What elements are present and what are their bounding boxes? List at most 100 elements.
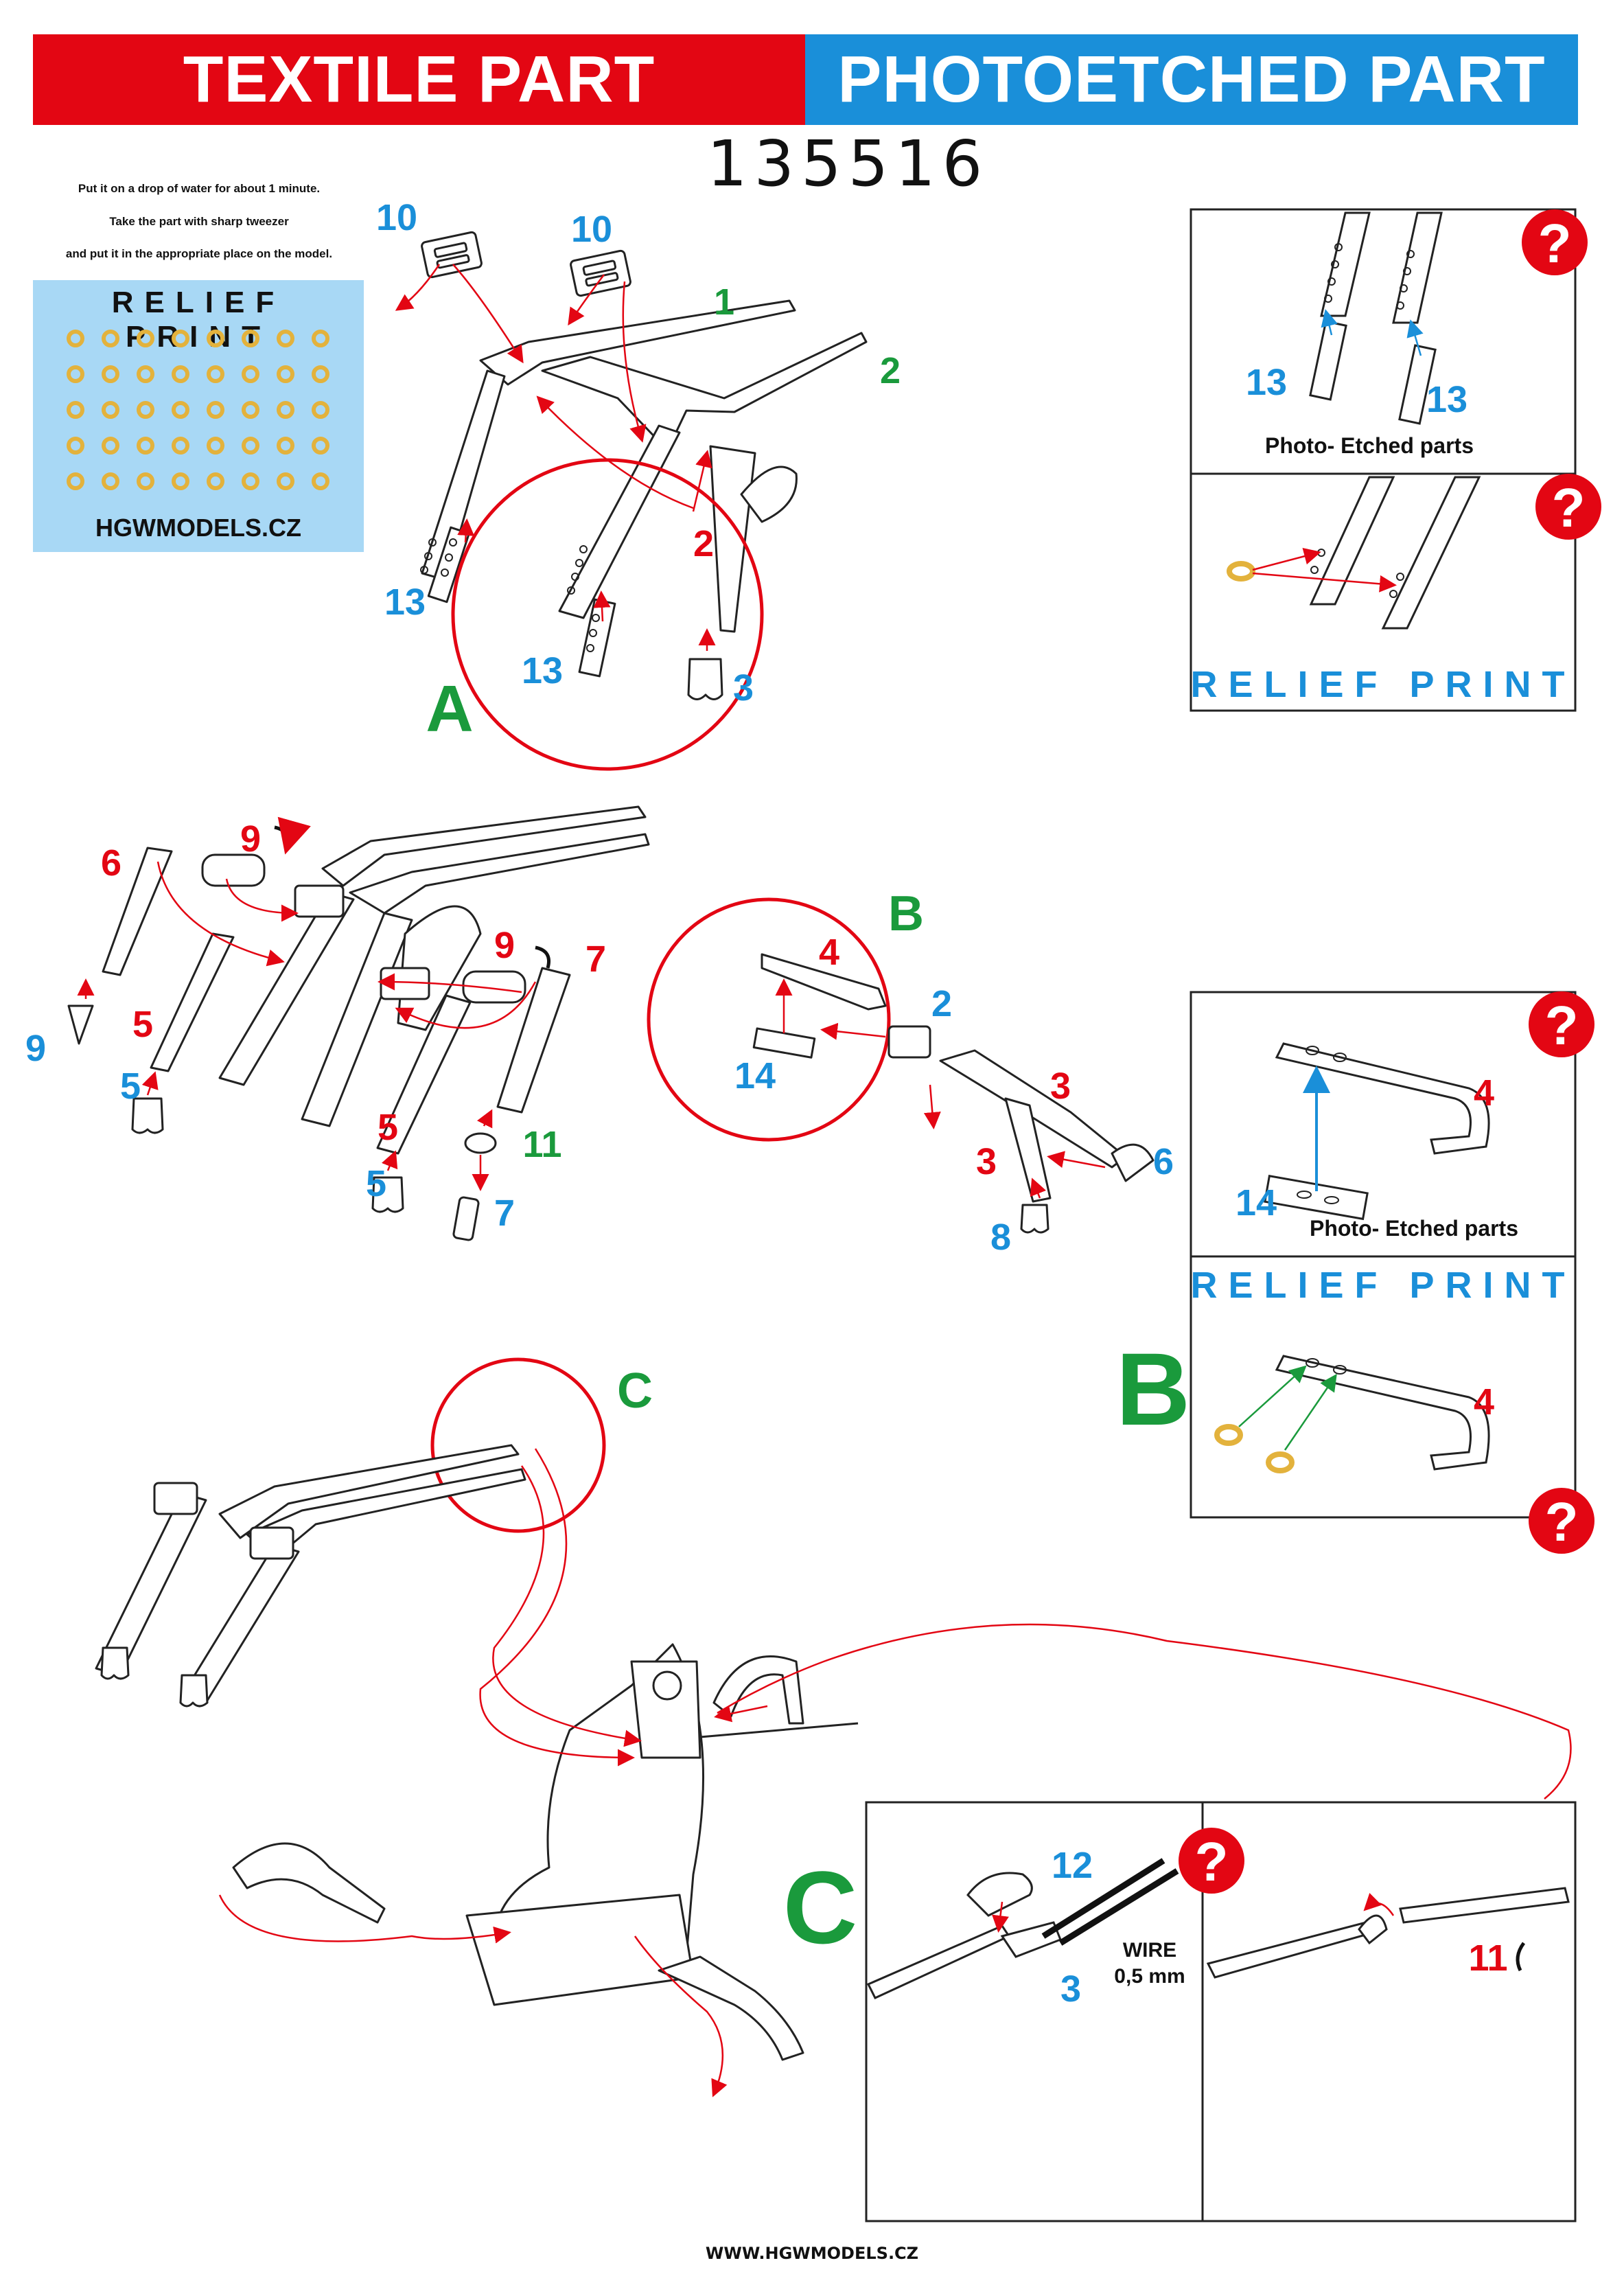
- section-b-letter: B: [888, 886, 924, 941]
- mid-part-5-mid-clip: [371, 1176, 404, 1213]
- mid-part-7-strap: [496, 967, 571, 1114]
- b-buckle-part-2: [888, 1025, 931, 1059]
- relief-dot: [102, 330, 119, 347]
- detail-a-relief-dot: [1227, 561, 1255, 582]
- detail-box-a: [1190, 208, 1577, 712]
- section-a-drawing: [420, 231, 868, 700]
- detail-c-part-12: [966, 1872, 1033, 1917]
- label-mid-9-top: 9: [240, 818, 261, 860]
- relief-dot: [207, 472, 224, 490]
- c-center-clip: [179, 1674, 209, 1708]
- label-b-3-bottom: 3: [976, 1141, 997, 1182]
- label-mid-7-blue: 7: [494, 1193, 515, 1234]
- mid-part-5-left-clip: [131, 1097, 164, 1134]
- rotate-arrow-9-right: [535, 945, 550, 969]
- label-detail-a-13-right: 13: [1426, 379, 1468, 420]
- section-a-letter: A: [426, 672, 473, 746]
- relief-dot: [137, 472, 154, 490]
- label-detail-b-14: 14: [1236, 1182, 1277, 1223]
- label-detail-b-relief-print: RELIEF PRINT: [1190, 1265, 1575, 1306]
- relief-dot: [137, 401, 154, 419]
- relief-dot: [207, 330, 224, 347]
- label-mid-11: 11: [522, 1124, 561, 1165]
- b-part-4-plate: [761, 953, 887, 1011]
- relief-dot: [312, 330, 329, 347]
- svg-text:?: ?: [1195, 1831, 1229, 1892]
- relief-dot: [312, 401, 329, 419]
- label-b-3-top: 3: [1050, 1066, 1071, 1107]
- label-mid-6: 6: [101, 842, 121, 884]
- instruction-line-2: Take the part with sharp tweezer: [109, 215, 289, 228]
- section-c-arrows: [218, 1448, 1572, 2098]
- relief-print-title: RELIEF PRINT: [111, 286, 286, 354]
- section-c-circle: [430, 1357, 606, 1533]
- strap-loop: [740, 466, 798, 523]
- mid-part-11-ring: [464, 1132, 497, 1154]
- relief-dot: [67, 365, 84, 383]
- relief-dot: [277, 437, 294, 455]
- svg-text:?: ?: [1545, 995, 1579, 1056]
- mid-left-vertical-strap: [218, 891, 355, 1086]
- mid-part-7-clip: [452, 1196, 480, 1241]
- diagonal-strap: [709, 445, 756, 633]
- label-wire-size: 0,5 mm: [1114, 1965, 1185, 1988]
- relief-dot: [242, 365, 259, 383]
- section-b-drawing: [752, 953, 1155, 1234]
- label-mid-5-left-blue: 5: [120, 1066, 141, 1107]
- detail-box-b: [1190, 991, 1577, 1519]
- relief-dot: [102, 437, 119, 455]
- harness-mid-left-drawing: [67, 805, 650, 1241]
- relief-dot: [102, 472, 119, 490]
- label-b-2: 2: [931, 983, 952, 1024]
- label-detail-c-12: 12: [1052, 1845, 1093, 1886]
- question-badge-3: ?: [1529, 991, 1594, 1057]
- section-c-big-letter: C: [783, 1850, 857, 1965]
- svg-text:?: ?: [1538, 213, 1572, 274]
- header-textile-part: TEXTILE PART: [33, 34, 805, 125]
- relief-dot: [172, 365, 189, 383]
- relief-dot: [242, 401, 259, 419]
- c-lap-strap-right: [658, 1955, 804, 2061]
- relief-dot: [172, 472, 189, 490]
- question-badge-2: ?: [1535, 474, 1601, 540]
- b-strap-part-3-lower: [1004, 1097, 1052, 1203]
- mid-shoulder-strap-top: [321, 805, 647, 887]
- label-b-8: 8: [990, 1217, 1011, 1258]
- label-a-2-red: 2: [693, 523, 714, 564]
- svg-text:?: ?: [1552, 477, 1586, 538]
- label-detail-b-4-top: 4: [1474, 1072, 1494, 1114]
- footer-url[interactable]: WWW.HGWMODELS.CZ: [705, 2244, 919, 2263]
- section-b-circle: [647, 897, 891, 1142]
- instruction-line-1: Put it on a drop of water for about 1 mi…: [78, 182, 321, 195]
- b-part-14-plate: [752, 1027, 816, 1059]
- label-detail-a-photo-etched: Photo- Etched parts: [1265, 433, 1474, 458]
- mid-part-5-mid-strap: [376, 994, 472, 1155]
- b-ring-part-6: [1111, 1143, 1155, 1182]
- section-b-big-letter: B: [1116, 1331, 1190, 1447]
- product-code: 135516: [707, 127, 990, 200]
- mid-left-arrows: [77, 861, 537, 1191]
- relief-dot: [207, 365, 224, 383]
- relief-dot: [207, 401, 224, 419]
- label-mid-9-left: 9: [25, 1028, 46, 1069]
- c-buckle-left: [153, 1482, 198, 1515]
- relief-dot: [137, 330, 154, 347]
- relief-dot: [172, 330, 189, 347]
- buckle-part-10-left: [421, 231, 483, 279]
- label-detail-c-11: 11: [1468, 1938, 1507, 1979]
- label-a-10-left: 10: [376, 197, 417, 238]
- detail-b-relief-dot-2: [1266, 1451, 1295, 1473]
- relief-brand: HGWMODELS.CZ: [95, 514, 301, 542]
- label-a-1: 1: [714, 281, 734, 323]
- relief-dot: [242, 330, 259, 347]
- relief-dot: [172, 437, 189, 455]
- relief-dot: [137, 437, 154, 455]
- label-detail-b-4-bottom: 4: [1474, 1381, 1494, 1423]
- instruction-line-3: and put it in the appropriate place on t…: [65, 247, 333, 260]
- strap-part-2: [541, 332, 868, 446]
- section-b-arrows: [775, 978, 1106, 1199]
- relief-dot: [137, 365, 154, 383]
- mid-part-6-strap: [102, 847, 173, 976]
- right-vertical-strap: [558, 424, 681, 619]
- question-badge-5: ?: [1179, 1828, 1244, 1894]
